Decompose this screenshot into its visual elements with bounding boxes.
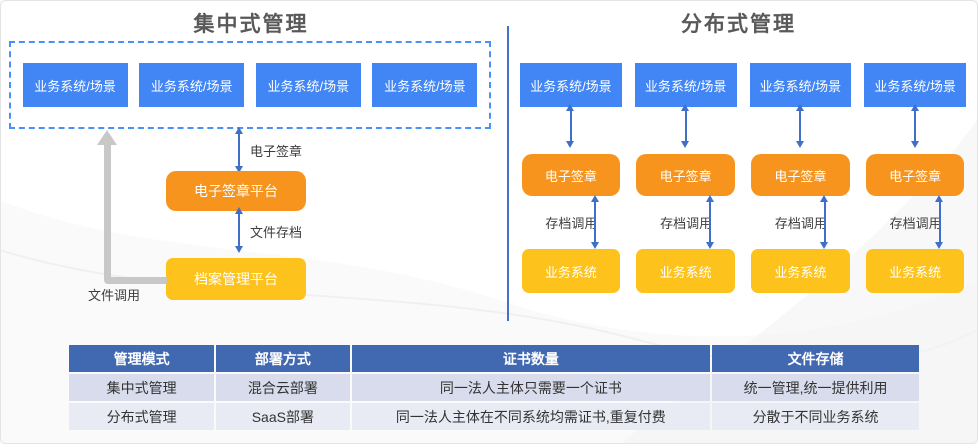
double-arrow-icon — [566, 104, 575, 148]
distributed-column: 业务系统/场景 电子签章 存档调用 业务系统 — [634, 63, 737, 293]
double-arrow-icon — [681, 104, 690, 148]
business-scenarios-dashed-zone: 业务系统/场景 业务系统/场景 业务系统/场景 业务系统/场景 — [9, 41, 491, 129]
file-call-arrowhead-icon — [97, 130, 117, 145]
esign-box: 电子签章 — [751, 154, 850, 196]
double-arrow-icon — [935, 195, 944, 249]
business-system-box: 业务系统 — [751, 249, 850, 293]
business-system-box: 业务系统 — [865, 249, 965, 293]
comparison-table: 管理模式 部署方式 证书数量 文件存储 集中式管理 混合云部署 同一法人主体只需… — [69, 345, 919, 430]
business-scenario-box: 业务系统/场景 — [749, 63, 852, 107]
archive-call-label: 存档调用 — [660, 215, 713, 231]
table-cell: 分散于不同业务系统 — [712, 403, 919, 430]
file-call-label: 文件调用 — [88, 288, 141, 303]
business-scenario-box: 业务系统/场景 — [139, 63, 245, 107]
esign-box: 电子签章 — [865, 154, 965, 196]
table-cell: 分布式管理 — [69, 403, 215, 430]
table-cell: 统一管理,统一提供利用 — [712, 374, 919, 401]
table-header-cell: 部署方式 — [216, 345, 350, 372]
esign-box: 电子签章 — [521, 154, 621, 196]
double-arrow-icon — [234, 127, 243, 173]
archive-flow-label: 文件存档 — [250, 225, 303, 240]
esign-box: 电子签章 — [636, 154, 735, 196]
archive-call-label: 存档调用 — [545, 215, 598, 231]
esign-flow-label: 电子签章 — [250, 144, 303, 159]
file-call-arrow-horizontal — [107, 277, 167, 284]
business-system-box: 业务系统 — [636, 249, 735, 293]
double-arrow-icon — [705, 195, 714, 249]
double-arrow-icon — [234, 207, 243, 253]
archive-call-label: 存档调用 — [889, 215, 942, 231]
distributed-columns: 业务系统/场景 电子签章 存档调用 业务系统 业务系统/场景 电子签章 存档调用… — [520, 63, 966, 293]
esign-platform-box: 电子签章平台 — [166, 171, 306, 211]
business-scenario-box: 业务系统/场景 — [255, 63, 361, 107]
double-arrow-icon — [590, 195, 599, 249]
table-cell: 混合云部署 — [216, 374, 350, 401]
table-header-cell: 管理模式 — [69, 345, 215, 372]
double-arrow-icon — [795, 104, 804, 148]
table-header-cell: 文件存储 — [712, 345, 919, 372]
distributed-column: 业务系统/场景 电子签章 存档调用 业务系统 — [520, 63, 622, 293]
file-call-arrow-vertical — [104, 143, 111, 284]
table-cell: 同一法人主体只需要一个证书 — [351, 374, 711, 401]
table-header-cell: 证书数量 — [351, 345, 711, 372]
section-divider-line — [507, 26, 509, 321]
table-cell: SaaS部署 — [216, 403, 350, 430]
left-section-title: 集中式管理 — [193, 13, 309, 36]
business-scenario-box: 业务系统/场景 — [372, 63, 478, 107]
double-arrow-icon — [910, 104, 919, 148]
double-arrow-icon — [820, 195, 829, 249]
archive-call-row: 存档调用 — [774, 195, 829, 249]
archive-call-row: 存档调用 — [889, 195, 944, 249]
business-scenario-box: 业务系统/场景 — [520, 63, 622, 107]
business-scenario-box: 业务系统/场景 — [22, 63, 128, 107]
archive-platform-box: 档案管理平台 — [166, 258, 306, 300]
right-section-title: 分布式管理 — [681, 13, 796, 36]
distributed-column: 业务系统/场景 电子签章 存档调用 业务系统 — [864, 63, 966, 293]
business-system-box: 业务系统 — [521, 249, 621, 293]
archive-call-label: 存档调用 — [774, 215, 827, 231]
archive-call-row: 存档调用 — [545, 195, 599, 249]
archive-call-row: 存档调用 — [660, 195, 714, 249]
table-cell: 集中式管理 — [69, 374, 215, 401]
business-scenario-box: 业务系统/场景 — [864, 63, 966, 107]
table-cell: 同一法人主体在不同系统均需证书,重复付费 — [351, 403, 711, 430]
business-scenario-box: 业务系统/场景 — [634, 63, 737, 107]
distributed-column: 业务系统/场景 电子签章 存档调用 业务系统 — [749, 63, 852, 293]
